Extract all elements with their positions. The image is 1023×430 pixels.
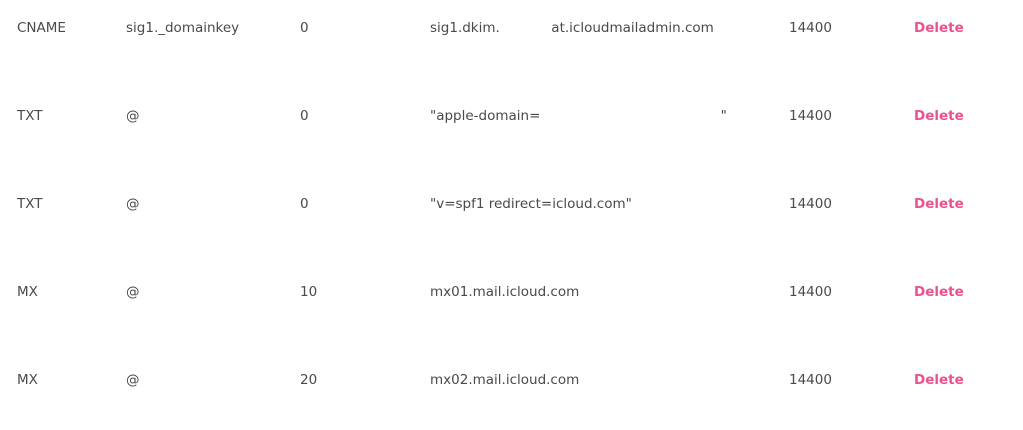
record-value: "v=spf1 redirect=icloud.com" <box>430 196 632 212</box>
record-ttl: 14400 <box>789 20 832 36</box>
delete-button[interactable]: Delete <box>914 20 964 36</box>
record-type: TXT <box>17 196 43 212</box>
table-row: MX @ 10 mx01.mail.icloud.com 14400 Delet… <box>0 280 1023 304</box>
record-value: sig1.dkim. at.icloudmailadmin.com <box>430 20 714 36</box>
delete-button[interactable]: Delete <box>914 372 964 388</box>
record-priority: 10 <box>300 284 318 300</box>
record-host: @ <box>126 108 140 124</box>
table-row: TXT @ 0 "v=spf1 redirect=icloud.com" 144… <box>0 192 1023 216</box>
record-type: TXT <box>17 108 43 124</box>
record-type: CNAME <box>17 20 66 36</box>
record-ttl: 14400 <box>789 284 832 300</box>
table-row: MX @ 20 mx02.mail.icloud.com 14400 Delet… <box>0 368 1023 392</box>
record-host: @ <box>126 196 140 212</box>
record-host: sig1._domainkey <box>126 20 240 36</box>
record-ttl: 14400 <box>789 372 832 388</box>
delete-button[interactable]: Delete <box>914 196 964 212</box>
record-priority: 0 <box>300 108 309 124</box>
record-priority: 0 <box>300 20 309 36</box>
record-host: @ <box>126 284 140 300</box>
record-priority: 20 <box>300 372 318 388</box>
record-type: MX <box>17 372 38 388</box>
record-value: mx01.mail.icloud.com <box>430 284 580 300</box>
record-host: @ <box>126 372 140 388</box>
record-type: MX <box>17 284 38 300</box>
record-ttl: 14400 <box>789 108 832 124</box>
record-value: mx02.mail.icloud.com <box>430 372 580 388</box>
delete-button[interactable]: Delete <box>914 284 964 300</box>
delete-button[interactable]: Delete <box>914 108 964 124</box>
table-row: CNAME sig1._domainkey 0 sig1.dkim. at.ic… <box>0 16 1023 40</box>
record-priority: 0 <box>300 196 309 212</box>
record-value: "apple-domain= " <box>430 108 727 124</box>
table-row: TXT @ 0 "apple-domain= " 14400 Delete <box>0 104 1023 128</box>
record-ttl: 14400 <box>789 196 832 212</box>
